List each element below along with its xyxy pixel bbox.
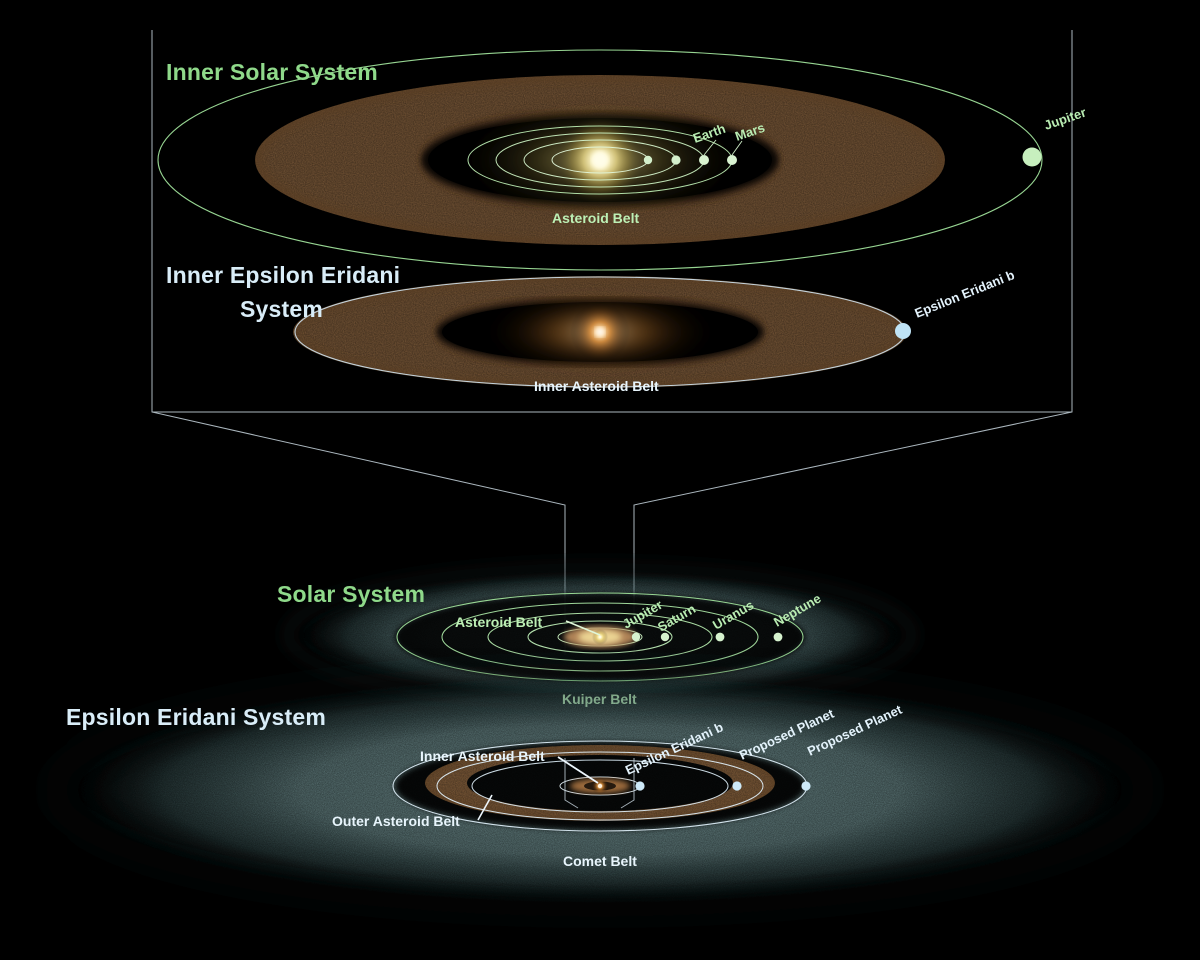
comet-belt-rim [44, 661, 1156, 919]
planet-epsilon-eridani-b-ee [635, 781, 645, 791]
panel-title-inner-epsilon-1: Inner Epsilon Eridani [166, 262, 400, 288]
sun-core [592, 152, 608, 168]
planet-epsilon-eridani-b [895, 323, 911, 339]
label-inner-asteroid-belt-ee: Inner Asteroid Belt [420, 748, 545, 764]
earth-leader [703, 139, 717, 156]
planet-jupiter [1022, 147, 1042, 167]
planet-uranus-ss [715, 632, 725, 642]
planet-mercury [643, 155, 653, 165]
orbit-outer-belt-inner-edge [471, 759, 729, 813]
panel-title-inner-epsilon-2: System [240, 296, 323, 322]
label-asteroid-belt-top: Asteroid Belt [552, 210, 639, 226]
orbit-jupiter-ss [527, 620, 673, 654]
planet-mars [727, 155, 737, 165]
panel-title-inner-solar-system: Inner Solar System [166, 59, 378, 85]
panel-inner-epsilon-eridani: Inner Epsilon Eridani System Inner Aster… [166, 262, 1017, 394]
label-asteroid-belt-ss: Asteroid Belt [455, 614, 542, 630]
orbit-proposed-planet-1 [436, 751, 764, 821]
planet-venus [671, 155, 681, 165]
panel-inner-solar-system: Inner Solar System Asteroid Belt Earth M… [157, 49, 1088, 271]
planet-saturn-ss [660, 632, 670, 642]
outer-asteroid-belt-leader [477, 794, 493, 821]
ee-star-core [595, 327, 605, 337]
label-comet-belt: Comet Belt [563, 853, 637, 869]
planet-neptune-ss [773, 632, 783, 642]
panel-title-epsilon-eridani-system: Epsilon Eridani System [66, 704, 326, 730]
planet-earth [699, 155, 709, 165]
panel-title-solar-system: Solar System [277, 581, 425, 607]
mars-leader [731, 140, 743, 156]
ee-inner-bracket [564, 758, 635, 809]
label-inner-asteroid-belt-top: Inner Asteroid Belt [534, 378, 659, 394]
planet-jupiter-ss [631, 632, 641, 642]
label-outer-asteroid-belt-ee: Outer Asteroid Belt [332, 813, 460, 829]
inner-asteroid-belt-leader [557, 756, 599, 784]
planet-proposed-1 [732, 781, 742, 791]
asteroid-belt-leader-ss [565, 620, 601, 636]
ss-sun [592, 629, 608, 645]
ee-star-core-ss [597, 783, 603, 789]
panel-epsilon-eridani-system: Epsilon Eridani System Inner Asteroid Be… [44, 661, 1156, 919]
planet-proposed-2 [801, 781, 811, 791]
